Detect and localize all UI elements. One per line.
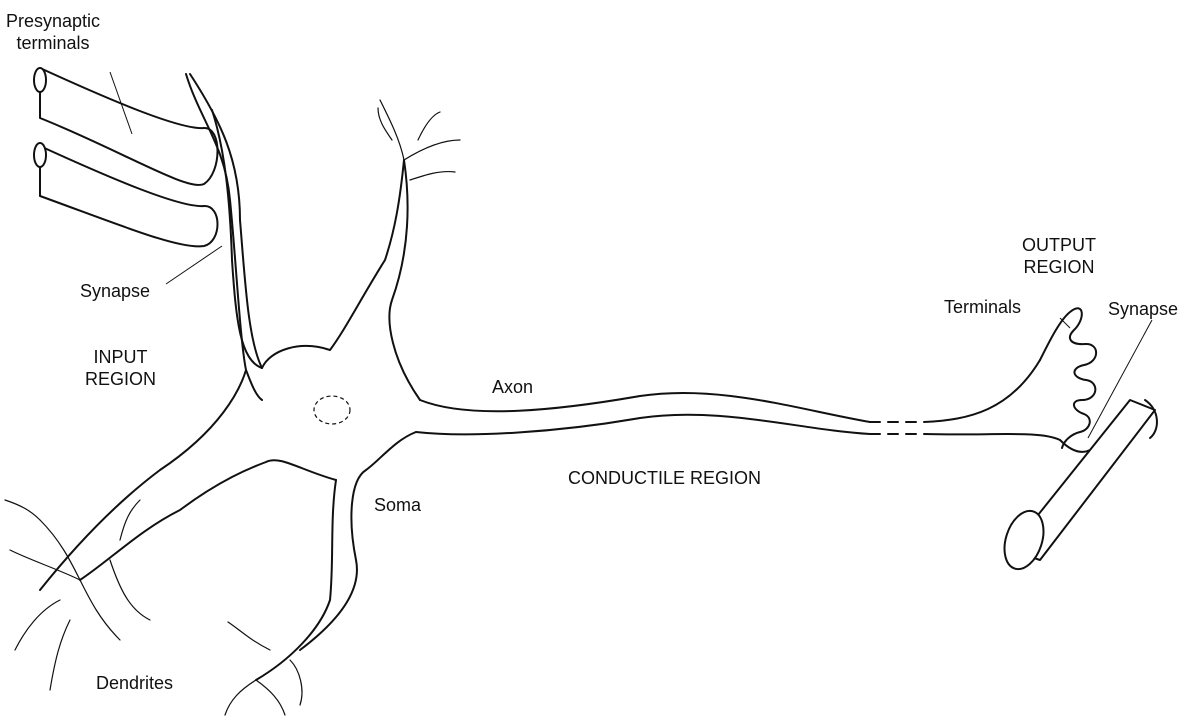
dendrites-label: Dendrites: [96, 672, 173, 694]
input-region-line-1: INPUT: [85, 346, 156, 368]
dendrite-branches-lower-left: [5, 500, 150, 690]
terminals-label: Terminals: [944, 296, 1021, 318]
presynaptic-label-line-1: Presynaptic: [6, 10, 100, 32]
input-region-line-2: REGION: [85, 368, 156, 390]
nucleus: [314, 396, 350, 424]
presynaptic-label-line-2: terminals: [6, 32, 100, 54]
axon-terminals: [1040, 308, 1096, 452]
axon-label: Axon: [492, 376, 533, 398]
synapse-right-label: Synapse: [1108, 298, 1178, 320]
dendrite-branches-bottom: [225, 622, 302, 715]
output-region-line-2: REGION: [1022, 256, 1096, 278]
synapse-left-label: Synapse: [80, 280, 150, 302]
dendrite-branches-top: [378, 100, 460, 180]
conductile-region-label: CONDUCTILE REGION: [568, 467, 761, 489]
postsynaptic-cylinder: [998, 400, 1157, 574]
output-region-label: OUTPUT REGION: [1022, 234, 1096, 278]
leader-lines: [110, 72, 1152, 438]
soma-label: Soma: [374, 494, 421, 516]
presynaptic-terminals-label: Presynaptic terminals: [6, 10, 100, 54]
input-region-label: INPUT REGION: [85, 346, 156, 390]
output-region-line-1: OUTPUT: [1022, 234, 1096, 256]
